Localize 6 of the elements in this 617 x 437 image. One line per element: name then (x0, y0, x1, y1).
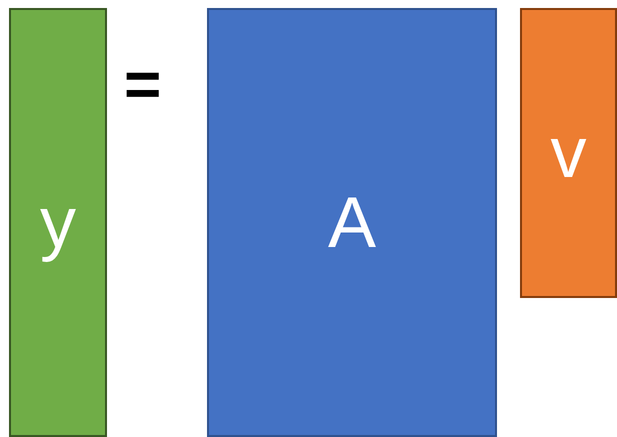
matrix-symbol: A (328, 186, 376, 258)
equals-sign: = (124, 52, 162, 116)
matrix-symbol: v (550, 117, 586, 189)
matrix-block (207, 8, 497, 437)
matrix-block (520, 8, 617, 298)
matrix-block (9, 8, 107, 437)
